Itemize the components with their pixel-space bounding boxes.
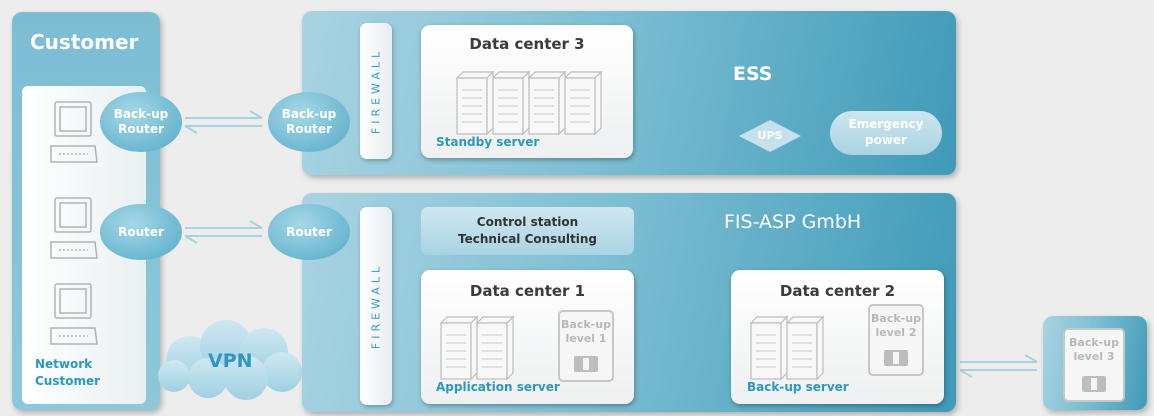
ess-backup-router-line1: Back-up xyxy=(281,107,337,121)
backup-level-3: Back-up level 3 xyxy=(1063,328,1125,402)
dc2-server-label: Back-up server xyxy=(747,380,849,394)
fis-title: FIS-ASP GmbH xyxy=(724,211,862,233)
ups-diamond-shape xyxy=(739,120,801,152)
network-customer-label: Network Customer xyxy=(35,356,100,391)
backup-level-3-line1: Back-up xyxy=(1069,336,1119,349)
disk-icon xyxy=(1082,376,1106,392)
backup-level-2: Back-up level 2 xyxy=(868,304,924,376)
dc3-server-label: Standby server xyxy=(436,135,540,149)
dc1-server-label: Application server xyxy=(436,380,560,394)
data-center-3: Data center 3 Standby server xyxy=(421,25,633,158)
ess-backup-router: Back-up Router xyxy=(268,92,350,152)
fis-firewall-label: FIREWALL xyxy=(369,262,383,350)
server-rack-icon xyxy=(439,315,515,381)
backup-level-3-line2: level 3 xyxy=(1073,349,1115,363)
control-line1: Control station xyxy=(476,215,579,230)
network-label-line1: Network xyxy=(35,357,93,371)
disk-icon xyxy=(574,356,598,372)
data-center-1: Data center 1 Back-up level 1 Applicatio… xyxy=(421,270,634,404)
ess-firewall-label: FIREWALL xyxy=(369,47,383,135)
customer-backup-router: Back-up Router xyxy=(100,92,182,152)
backup-level-1-line2: level 1 xyxy=(565,331,607,345)
server-rack-icon xyxy=(455,70,603,136)
fis-router-label: Router xyxy=(286,224,332,239)
disk-icon xyxy=(884,350,908,366)
customer-router-label: Router xyxy=(118,224,164,239)
computer-icon xyxy=(50,283,98,345)
backup-level-2-line1: Back-up xyxy=(871,312,921,325)
dc3-title: Data center 3 xyxy=(469,35,585,53)
customer-router: Router xyxy=(100,204,182,260)
emergency-line1: Emergency xyxy=(848,117,924,132)
backup-level-2-line2: level 2 xyxy=(875,325,917,339)
computer-icon xyxy=(50,197,98,259)
backup-level-1: Back-up level 1 xyxy=(558,310,614,382)
backup-level-1-line1: Back-up xyxy=(561,318,611,331)
ess-firewall: FIREWALL xyxy=(360,23,392,159)
network-label-line2: Customer xyxy=(35,374,101,389)
fis-router: Router xyxy=(268,204,350,260)
vpn-label: VPN xyxy=(208,350,253,372)
vpn-cloud-icon xyxy=(158,320,302,400)
customer-backup-router-line1: Back-up xyxy=(113,107,169,121)
emergency-power: Emergency power xyxy=(830,111,942,155)
dc1-title: Data center 1 xyxy=(469,282,586,300)
customer-title: Customer xyxy=(30,30,139,54)
control-station: Control station Technical Consulting xyxy=(421,207,634,255)
ess-title: ESS xyxy=(733,63,773,85)
backup-level-3-panel: Back-up level 3 xyxy=(1043,316,1147,410)
customer-backup-router-line2: Router xyxy=(118,122,164,136)
dc2-title: Data center 2 xyxy=(779,282,896,300)
control-line2: Technical Consulting xyxy=(458,232,597,246)
server-rack-icon xyxy=(749,315,825,381)
computer-icon xyxy=(50,101,98,163)
ups-diamond: UPS xyxy=(738,119,802,153)
fis-firewall: FIREWALL xyxy=(360,207,392,405)
ups-label: UPS xyxy=(757,129,783,142)
ess-backup-router-line2: Router xyxy=(286,122,332,136)
emergency-line2: power xyxy=(865,133,907,147)
data-center-2: Data center 2 Back-up level 2 Back-up se… xyxy=(731,270,944,404)
